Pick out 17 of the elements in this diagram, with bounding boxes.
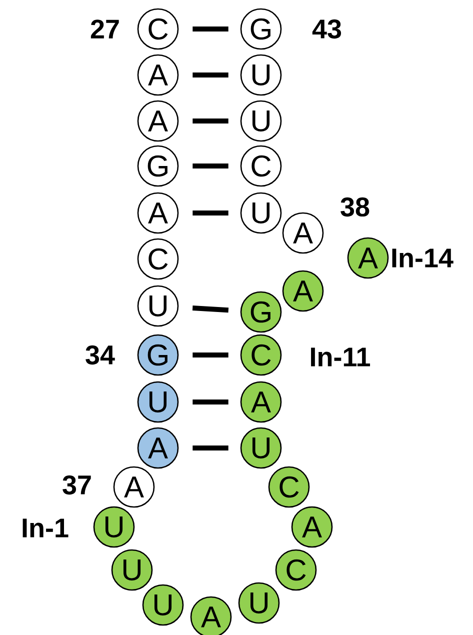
position-label: 34 [86,345,115,365]
base-pair-bar [192,306,229,313]
base-pair-bar [192,210,228,216]
base-pair-bar [192,352,228,358]
base-pair-bar [192,26,228,32]
position-label: 38 [340,197,370,217]
base-pair-bar [192,400,228,404]
base-pair-bar [192,118,228,124]
position-label: 37 [62,475,91,495]
base-pair-bar [192,446,228,450]
position-label: In-1 [22,518,68,538]
position-label: 43 [312,19,342,39]
base-pair-bar [192,72,228,78]
position-label: 27 [90,20,119,38]
position-label: In-14 [392,248,454,268]
base-pair-bar [192,164,228,168]
position-label: In-11 [311,348,370,366]
